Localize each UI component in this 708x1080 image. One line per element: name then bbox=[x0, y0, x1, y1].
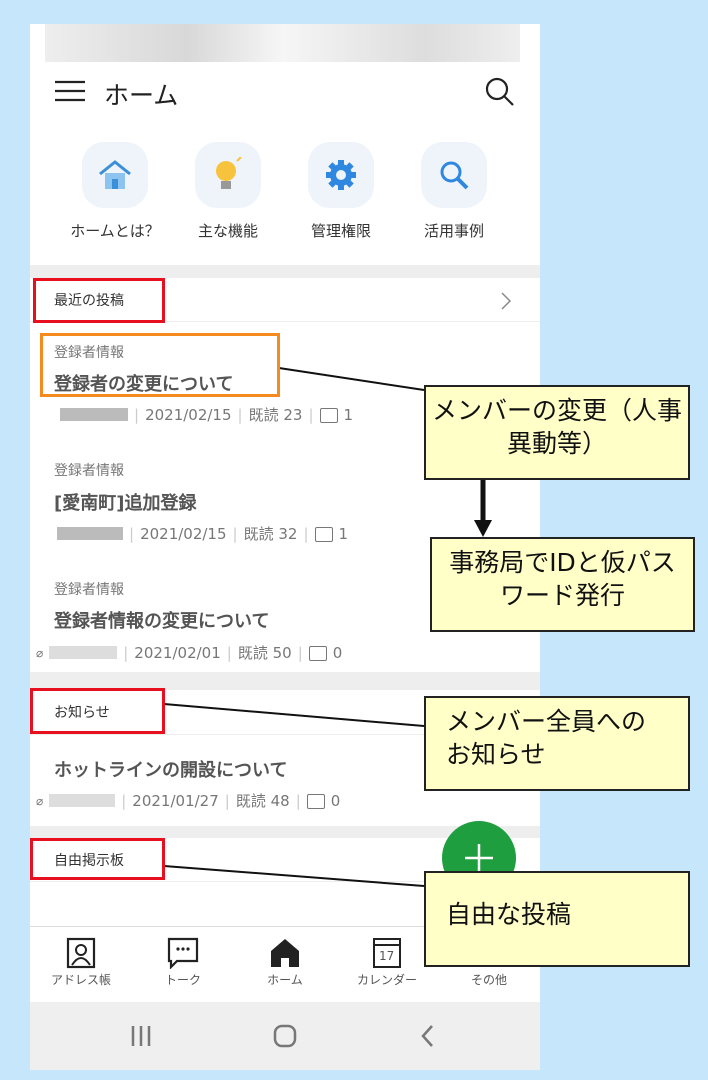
home-circle-icon[interactable] bbox=[273, 1024, 297, 1048]
highlight-member-change bbox=[40, 333, 280, 397]
nav-more[interactable]: その他 bbox=[470, 973, 507, 987]
home-icon bbox=[99, 160, 131, 189]
page-title: ホーム bbox=[104, 81, 179, 110]
calendar-icon bbox=[373, 938, 401, 968]
back-icon[interactable] bbox=[420, 1024, 434, 1048]
search-button[interactable] bbox=[484, 76, 516, 112]
comment-icon bbox=[319, 408, 338, 423]
nav-address-book[interactable]: アドレス帳 bbox=[30, 935, 132, 988]
comment-icon bbox=[306, 794, 325, 809]
status-bar bbox=[45, 24, 520, 62]
contact-icon bbox=[66, 937, 96, 969]
quick-link-examples[interactable]: 活用事例 bbox=[399, 142, 509, 241]
author-redacted bbox=[49, 794, 116, 807]
hamburger-icon bbox=[55, 80, 85, 102]
section-notice[interactable]: お知らせ bbox=[30, 690, 540, 735]
section-free-board[interactable]: 自由掲示板 bbox=[30, 838, 540, 882]
recent-apps-icon[interactable] bbox=[130, 1026, 152, 1046]
note-id-issue: 事務局でIDと仮パスワード発行 bbox=[430, 537, 695, 632]
note-member-change: メンバーの変更（人事異動等） bbox=[424, 385, 690, 480]
highlight-notice bbox=[30, 688, 165, 734]
nav-talk[interactable]: トーク bbox=[132, 935, 234, 988]
note-free-post: 自由な投稿 bbox=[424, 871, 690, 967]
home-icon bbox=[271, 939, 299, 967]
quick-link-admin[interactable]: 管理権限 bbox=[286, 142, 396, 241]
gear-icon bbox=[326, 160, 356, 190]
system-nav-bar bbox=[30, 1002, 540, 1070]
quick-link-about[interactable]: ホームとは？ bbox=[60, 142, 170, 241]
section-recent-posts[interactable]: 最近の投稿 bbox=[30, 278, 540, 322]
plus-icon bbox=[465, 844, 493, 872]
chat-icon bbox=[167, 937, 199, 969]
comment-icon bbox=[314, 527, 333, 542]
menu-button[interactable] bbox=[55, 80, 85, 106]
search-icon bbox=[485, 77, 514, 106]
attachment-icon: ⌀ bbox=[36, 793, 44, 808]
search-icon bbox=[440, 161, 469, 190]
author-redacted bbox=[49, 646, 118, 659]
nav-home[interactable]: ホーム bbox=[234, 935, 336, 988]
quick-link-features[interactable]: 主な機能 bbox=[173, 142, 283, 241]
attachment-icon: ⌀ bbox=[36, 645, 44, 660]
author-redacted bbox=[57, 527, 123, 540]
note-notice: メンバー全員へのお知らせ bbox=[424, 696, 690, 791]
comment-icon bbox=[308, 646, 327, 661]
highlight-recent-posts bbox=[33, 278, 165, 323]
lightbulb-icon bbox=[216, 157, 242, 189]
author-redacted bbox=[60, 408, 128, 421]
chevron-right-icon bbox=[501, 292, 512, 310]
highlight-free-board bbox=[30, 838, 165, 880]
